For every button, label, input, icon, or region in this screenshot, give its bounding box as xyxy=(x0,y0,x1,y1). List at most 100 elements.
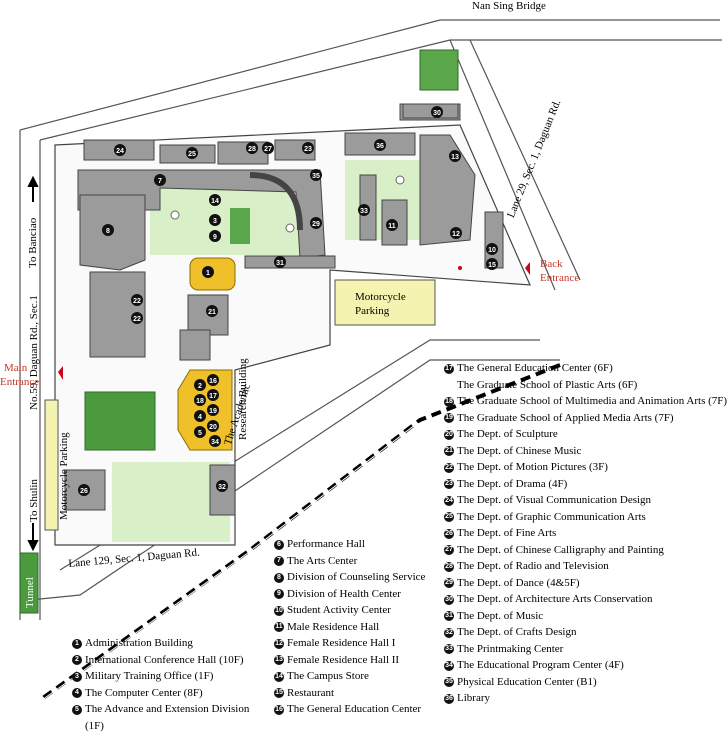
legend-number-badge: 31 xyxy=(444,611,454,621)
trees xyxy=(170,175,405,233)
svg-text:23: 23 xyxy=(304,146,312,153)
academic-label-2: Research Building xyxy=(237,358,249,440)
legend-number-badge: 29 xyxy=(444,578,454,588)
motorcycle-parking-left-label: Motorcycle Parking xyxy=(58,432,70,520)
nan-sing-bridge-label: Nan Sing Bridge xyxy=(472,0,546,12)
back-entrance-marker xyxy=(525,262,530,275)
legend-label: The Graduate School of Applied Media Art… xyxy=(457,411,674,424)
legend-label: The Dept. of Crafts Design xyxy=(457,626,577,638)
svg-text:36: 36 xyxy=(376,143,384,150)
legend-number-badge: 10 xyxy=(274,605,284,616)
legend-number-badge: 36 xyxy=(444,693,454,704)
legend-number-badge: 14 xyxy=(274,671,284,682)
legend-label: Restaurant xyxy=(287,686,335,699)
legend-number-badge: 6 xyxy=(274,539,284,550)
svg-text:12: 12 xyxy=(452,231,460,238)
to-shulin-label: To Shulin xyxy=(28,479,40,522)
svg-text:1: 1 xyxy=(206,270,210,277)
legend-number-badge: 2 xyxy=(72,655,82,665)
main-entrance-label-1: Main xyxy=(4,362,28,374)
svg-text:20: 20 xyxy=(209,424,217,431)
legend-label: The Dept. of Chinese Music xyxy=(457,444,582,457)
legend-number-badge: 13 xyxy=(274,655,284,665)
svg-text:22: 22 xyxy=(133,316,141,323)
legend-number-badge: 24 xyxy=(444,495,454,506)
svg-text:16: 16 xyxy=(209,378,217,385)
svg-text:7: 7 xyxy=(158,178,162,185)
svg-text:13: 13 xyxy=(451,154,459,161)
legend-label: The Dept. of Drama (4F) xyxy=(457,477,568,490)
legend-label: Performance Hall xyxy=(287,538,365,550)
legend-label: The Graduate School of Plastic Arts (6F) xyxy=(457,378,638,391)
legend-label: Administration Building xyxy=(85,637,193,649)
legend-label: Physical Education Center (B1) xyxy=(457,675,597,688)
legend-number-badge: 1 xyxy=(72,638,82,649)
legend-label: Division of Health Center xyxy=(287,587,401,600)
svg-text:11: 11 xyxy=(388,223,396,230)
svg-text:19: 19 xyxy=(209,408,217,415)
svg-text:5: 5 xyxy=(198,430,202,437)
motorcycle-parking-right-label-2: Parking xyxy=(355,305,390,317)
legend-item: The Graduate School of Plastic Arts (6F) xyxy=(457,379,637,392)
to-banciao-label: To Banciao xyxy=(27,217,39,268)
svg-text:25: 25 xyxy=(188,151,196,158)
legend-label: The Dept. of Visual Communication Design xyxy=(457,494,652,506)
svg-text:9: 9 xyxy=(213,234,217,241)
legend-label: The Dept. of Chinese Calligraphy and Pai… xyxy=(457,543,664,556)
back-entrance-label-1: Back xyxy=(540,258,563,270)
legend-label: (1F) xyxy=(85,719,104,732)
svg-text:3: 3 xyxy=(213,218,217,225)
legend-label: Military Training Office (1F) xyxy=(85,670,214,682)
svg-text:8: 8 xyxy=(106,228,110,235)
legend-number-badge: 32 xyxy=(444,627,454,638)
legend-number-badge: 12 xyxy=(274,638,284,649)
legend-number-badge: 18 xyxy=(444,396,454,407)
svg-text:26: 26 xyxy=(80,488,88,495)
tunnel-label: Tunnel xyxy=(24,577,36,608)
svg-text:24: 24 xyxy=(116,148,124,155)
svg-text:29: 29 xyxy=(312,221,320,228)
svg-text:33: 33 xyxy=(360,208,368,215)
legend-number-badge: 16 xyxy=(274,704,284,715)
legend-number-badge: 19 xyxy=(444,413,454,423)
svg-text:32: 32 xyxy=(218,484,226,491)
legend-number-badge: 34 xyxy=(444,660,454,671)
legend-label: The Dept. of Fine Arts xyxy=(457,527,557,539)
legend-number-badge: 21 xyxy=(444,446,454,456)
legend-number-badge: 8 xyxy=(274,572,284,583)
legend-label: The Advance and Extension Division xyxy=(85,703,250,715)
no59-label: No.59, Daguan Rd., Sec.1 xyxy=(28,295,40,410)
svg-text:21: 21 xyxy=(208,309,216,316)
direction-arrows xyxy=(27,175,39,552)
buildings xyxy=(64,103,504,516)
svg-text:18: 18 xyxy=(196,398,204,405)
legend-label: The Arts Center xyxy=(287,554,358,567)
legend-number-badge: 33 xyxy=(444,644,454,654)
legend-label: Library xyxy=(457,692,490,704)
legend-number-badge: 3 xyxy=(72,671,82,682)
rail-line xyxy=(38,363,561,702)
legend-number-badge: 17 xyxy=(444,363,454,374)
legend-label: The Graduate School of Multimedia and An… xyxy=(457,395,727,407)
legend-number-badge: 30 xyxy=(444,594,454,605)
